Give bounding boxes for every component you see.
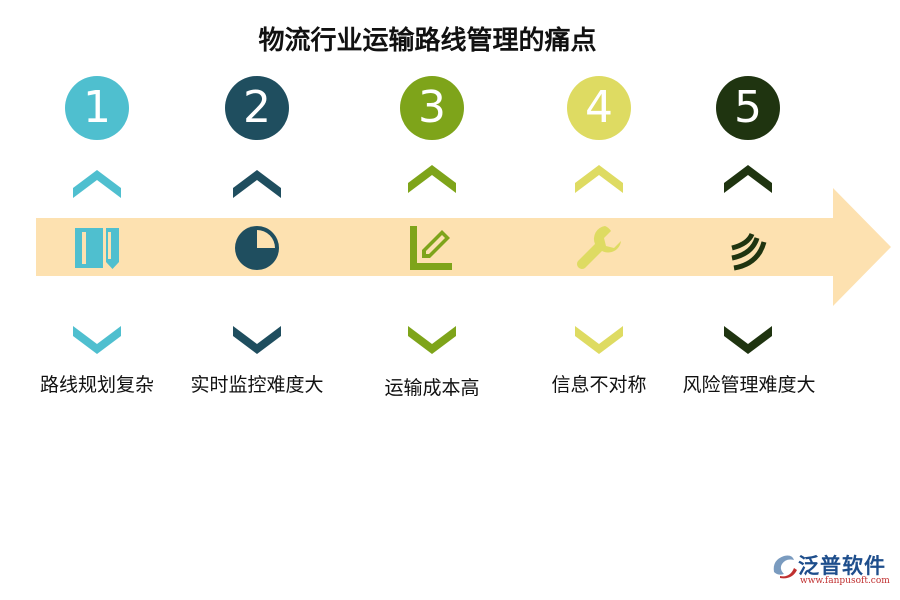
logo-text: 泛普软件 [798,554,886,578]
step-5: 5 风险管理难度大 [664,0,834,420]
chevron-down-icon [233,326,281,354]
wrench-icon [577,226,621,269]
step-4: 4 信息不对称 [514,0,684,420]
chevron-down-icon [73,326,121,354]
chevron-up-icon [73,170,121,198]
step-2: 2 实时监控难度大 [172,0,342,420]
chevron-down-icon [408,326,456,354]
book-columns-icon [75,228,119,269]
step-number-badge: 2 [225,76,289,140]
chevron-up-icon [408,165,456,193]
diagram-title: 物流行业运输路线管理的痛点 [258,26,597,56]
edit-pen-icon [410,226,452,270]
step-label: 路线规划复杂 [39,374,154,396]
pie-chart-icon [235,226,279,270]
logo-mark-icon [773,555,797,579]
step-3: 3 运输成本高 [347,0,517,420]
step-number-badge: 4 [567,76,631,140]
step-label: 风险管理难度大 [682,374,816,396]
step-number-badge: 5 [716,76,780,140]
chevron-up-icon [724,165,772,193]
chevron-down-icon [724,326,772,354]
step-number-badge: 1 [65,76,129,140]
logo-url: www.fanpusoft.com [800,576,890,586]
step-label: 信息不对称 [551,374,647,396]
chevron-down-icon [575,326,623,354]
trending-arrows-icon [731,232,767,271]
step-1: 1 路线规划复杂 [12,0,182,420]
brand-logo: 泛普软件 www.fanpusoft.com [770,552,895,596]
step-label: 运输成本高 [384,377,480,399]
step-label: 实时监控难度大 [190,374,324,396]
step-number-badge: 3 [400,76,464,140]
chevron-up-icon [233,170,281,198]
chevron-up-icon [575,165,623,193]
